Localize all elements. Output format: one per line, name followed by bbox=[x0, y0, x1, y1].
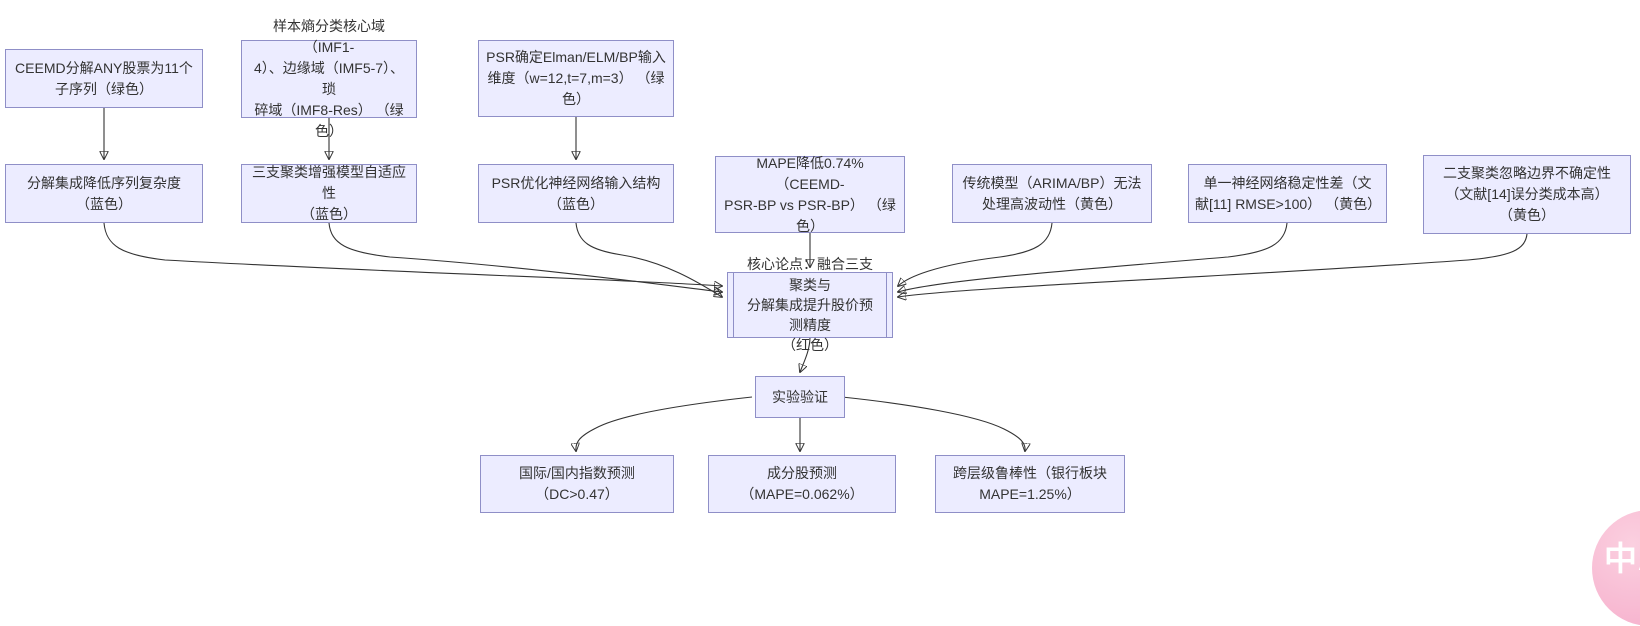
node-psr-input-dim: PSR确定Elman/ELM/BP输入 维度（w=12,t=7,m=3） （绿 … bbox=[478, 40, 674, 117]
node-sample-entropy: 样本熵分类核心域（IMF1- 4）、边缘域（IMF5-7）、琐 碎域（IMF8-… bbox=[241, 18, 417, 139]
node-label: PSR优化神经网络输入结构 （蓝色） bbox=[491, 174, 661, 212]
node-index-forecast: 国际/国内指数预测 （DC>0.47） bbox=[480, 455, 674, 513]
node-psr-structure: PSR优化神经网络输入结构 （蓝色） bbox=[478, 164, 674, 223]
node-label: 传统模型（ARIMA/BP）无法 处理高波动性（黄色） bbox=[962, 174, 1142, 212]
node-ceemd-decompose: CEEMD分解ANY股票为11个 子序列（绿色） bbox=[5, 49, 203, 108]
node-label: 核心论点：融合三支聚类与 分解集成提升股价预测精度 （红色） bbox=[747, 256, 873, 354]
node-robustness: 跨层级鲁棒性（银行板块 MAPE=1.25%） bbox=[935, 455, 1125, 513]
node-label: CEEMD分解ANY股票为11个 子序列（绿色） bbox=[15, 59, 193, 97]
edge-core-to-experiment bbox=[800, 336, 811, 372]
edge-adaptive-to-core bbox=[328, 222, 722, 292]
edge-structure-to-core bbox=[575, 222, 722, 297]
node-mape-improve: MAPE降低0.74%（CEEMD- PSR-BP vs PSR-BP） （绿 … bbox=[715, 155, 905, 234]
node-label: 分解集成降低序列复杂度 （蓝色） bbox=[27, 174, 181, 212]
flowchart-canvas: CEEMD分解ANY股票为11个 子序列（绿色） 样本熵分类核心域（IMF1- … bbox=[0, 18, 1640, 626]
node-three-way-adaptive: 三支聚类增强模型自适应性 （蓝色） bbox=[241, 164, 417, 223]
edge-traditional-to-core bbox=[898, 222, 1053, 286]
edge-experiment-to-robustness bbox=[841, 396, 1025, 451]
node-label: MAPE降低0.74%（CEEMD- PSR-BP vs PSR-BP） （绿 … bbox=[724, 154, 896, 234]
translate-icon: 中A bbox=[1604, 540, 1640, 577]
node-decompose-complexity: 分解集成降低序列复杂度 （蓝色） bbox=[5, 164, 203, 223]
node-experiment: 实验验证 bbox=[755, 376, 845, 418]
node-label: 跨层级鲁棒性（银行板块 MAPE=1.25%） bbox=[953, 465, 1107, 502]
node-label: 样本熵分类核心域（IMF1- 4）、边缘域（IMF5-7）、琐 碎域（IMF8-… bbox=[253, 18, 405, 139]
node-label: 成分股预测 （MAPE=0.062%） bbox=[740, 465, 864, 502]
edge-complexity-to-core bbox=[103, 222, 722, 286]
edge-twoway-to-core bbox=[898, 233, 1528, 297]
node-label: PSR确定Elman/ELM/BP输入 维度（w=12,t=7,m=3） （绿 … bbox=[486, 49, 666, 107]
node-label: 二支聚类忽略边界不确定性 （文献[14]误分类成本高） （黄色） bbox=[1443, 165, 1611, 223]
node-stock-forecast: 成分股预测 （MAPE=0.062%） bbox=[708, 455, 896, 513]
edge-singlenn-to-core bbox=[898, 222, 1288, 292]
node-label: 国际/国内指数预测 （DC>0.47） bbox=[519, 465, 635, 502]
node-label: 三支聚类增强模型自适应性 （蓝色） bbox=[252, 164, 406, 222]
node-label: 单一神经网络稳定性差（文 献[11] RMSE>100） （黄色） bbox=[1195, 174, 1382, 212]
node-core-thesis: 核心论点：融合三支聚类与 分解集成提升股价预测精度 （红色） bbox=[727, 256, 893, 353]
edge-experiment-to-index bbox=[576, 396, 753, 451]
node-label: 实验验证 bbox=[772, 388, 828, 405]
node-single-nn-unstable: 单一神经网络稳定性差（文 献[11] RMSE>100） （黄色） bbox=[1188, 164, 1387, 223]
edges-layer bbox=[0, 108, 1528, 574]
node-traditional-limits: 传统模型（ARIMA/BP）无法 处理高波动性（黄色） bbox=[952, 164, 1152, 223]
node-two-way-limits: 二支聚类忽略边界不确定性 （文献[14]误分类成本高） （黄色） bbox=[1423, 155, 1631, 234]
